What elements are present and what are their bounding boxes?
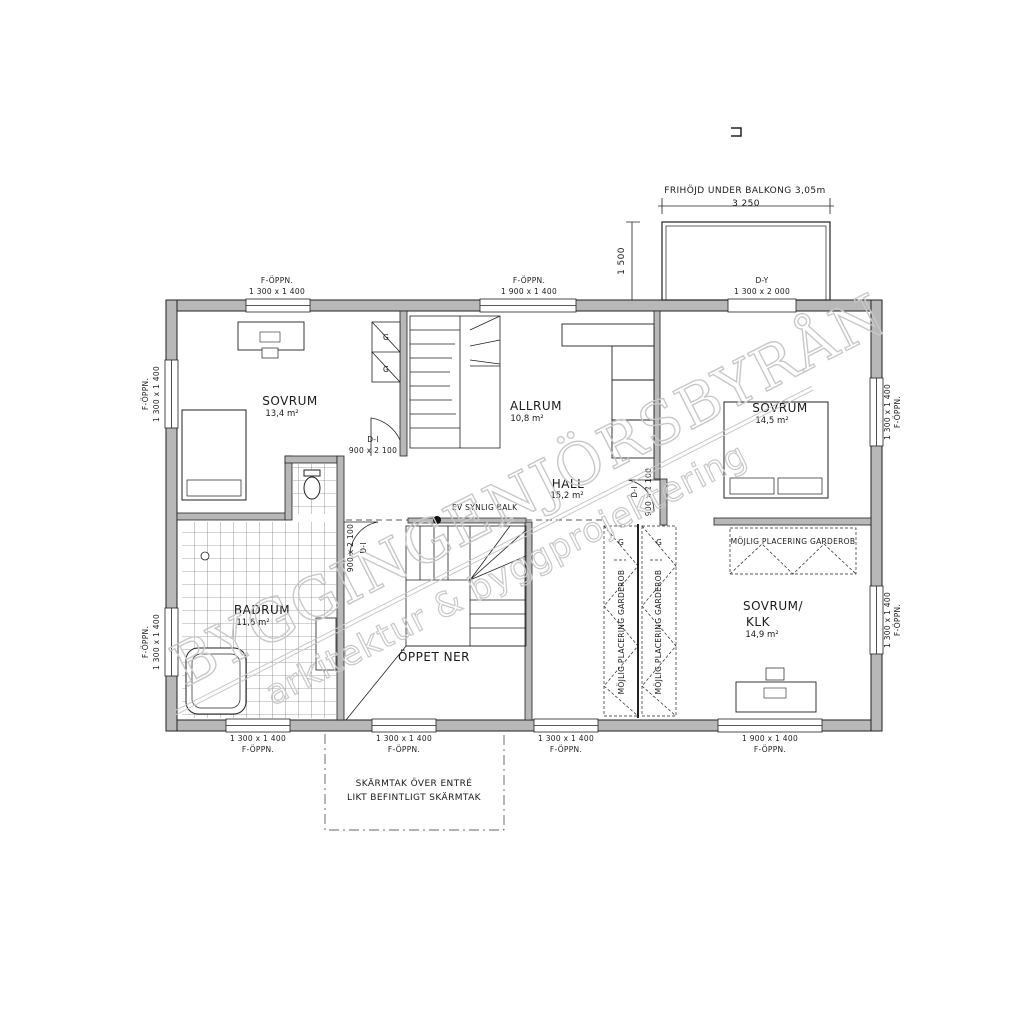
door-swing	[370, 417, 401, 456]
desk-right	[735, 681, 817, 713]
sofa	[561, 323, 655, 459]
door-label-size: 1 300 x 2 000	[734, 287, 790, 296]
balcony	[626, 127, 834, 301]
room-area: 14,5 m²	[755, 416, 788, 426]
door-swing	[627, 479, 660, 513]
window-label-type: F-ÖPPN.	[754, 745, 786, 754]
canopy-note: SKÄRMTAK ÖVER ENTRÉ	[356, 777, 473, 789]
interior-walls	[176, 310, 872, 721]
room-name: SOVRUM	[262, 394, 318, 408]
room-area: 15,2 m²	[550, 491, 583, 501]
window-label-size: 1 300 x 1 400	[249, 287, 305, 296]
wardrobe-g: G	[618, 538, 624, 547]
window-label-size: 1 300 x 1 400	[230, 734, 286, 743]
stair-lower	[345, 525, 527, 721]
window-label-type: F-ÖPPN.	[893, 604, 902, 636]
balcony-width: 3 250	[732, 199, 760, 209]
door-label-type: D-Y	[755, 276, 768, 285]
door-label-size: 900 x 2 100	[349, 446, 397, 455]
window-label-size: 1 300 x 1 400	[883, 592, 892, 648]
room-name: ÖPPET NER	[398, 648, 470, 664]
balcony-depth: 1 500	[617, 247, 627, 275]
balcony-note: FRIHÖJD UNDER BALKONG 3,05m	[664, 185, 825, 196]
windows	[164, 298, 884, 733]
door-label-type: D-I	[367, 435, 379, 444]
canopy-note: LIKT BEFINTLIGT SKÄRMTAK	[347, 792, 482, 803]
beam	[346, 516, 605, 524]
window-label-type: F-ÖPPN.	[141, 626, 150, 658]
door-label-size: 900 x 2 100	[346, 524, 355, 572]
window-label-type: F-ÖPPN.	[261, 276, 293, 285]
window-label-type: F-ÖPPN.	[893, 396, 902, 428]
room-area: 14,9 m²	[745, 630, 778, 640]
toilet	[303, 476, 321, 500]
wardrobes-hall	[603, 525, 677, 717]
room-name: SOVRUM/	[743, 599, 804, 613]
wardrobe-right	[729, 527, 857, 575]
canopy-outline	[324, 734, 505, 831]
window-label-type: F-ÖPPN.	[242, 745, 274, 754]
room-name: ALLRUM	[510, 399, 562, 413]
wardrobe-v1-label: MÖJLIG PLACERING GARDEROB	[617, 570, 626, 695]
door-label-type: D-I	[359, 542, 368, 554]
room-name: SOVRUM	[752, 401, 808, 415]
window-label-size: 1 300 x 1 400	[152, 614, 161, 670]
desk-left	[237, 321, 305, 351]
window-label-type: F-ÖPPN.	[388, 745, 420, 754]
wardrobe-right-label: MÖJLIG PLACERING GARDEROB	[731, 537, 856, 546]
window-label-type: F-ÖPPN.	[550, 745, 582, 754]
door-label-type: D-I	[630, 486, 639, 498]
stair-upper	[409, 315, 501, 449]
room-name: HALL	[552, 477, 585, 491]
door-swing	[344, 521, 379, 557]
wardrobe-g: G	[656, 538, 662, 547]
room-area: 11,6 m²	[236, 618, 269, 628]
bed-left	[181, 409, 247, 501]
wardrobe-g: G	[383, 365, 389, 374]
window-label-size: 1 900 x 1 400	[501, 287, 557, 296]
wardrobe-left	[371, 321, 401, 383]
room-name: BADRUM	[234, 603, 290, 617]
window-label-type: F-ÖPPN.	[513, 276, 545, 285]
wardrobe-g: G	[383, 333, 389, 342]
room-name: KLK	[746, 615, 771, 629]
window-label-size: 1 900 x 1 400	[742, 734, 798, 743]
beam-label: EV SYNLIG BALK	[452, 503, 518, 512]
room-area: 10,8 m²	[510, 414, 543, 424]
window-label-size: 1 300 x 1 400	[883, 384, 892, 440]
window-label-size: 1 300 x 1 400	[538, 734, 594, 743]
window-label-size: 1 300 x 1 400	[152, 366, 161, 422]
window-label-size: 1 300 x 1 400	[376, 734, 432, 743]
wardrobe-v2-label: MÖJLIG PLACERING GARDEROB	[654, 570, 663, 695]
room-area: 13,4 m²	[265, 409, 298, 419]
window-label-type: F-ÖPPN.	[141, 378, 150, 410]
door-label-size: 900 x 2 100	[644, 468, 653, 516]
bed-right	[723, 401, 829, 499]
